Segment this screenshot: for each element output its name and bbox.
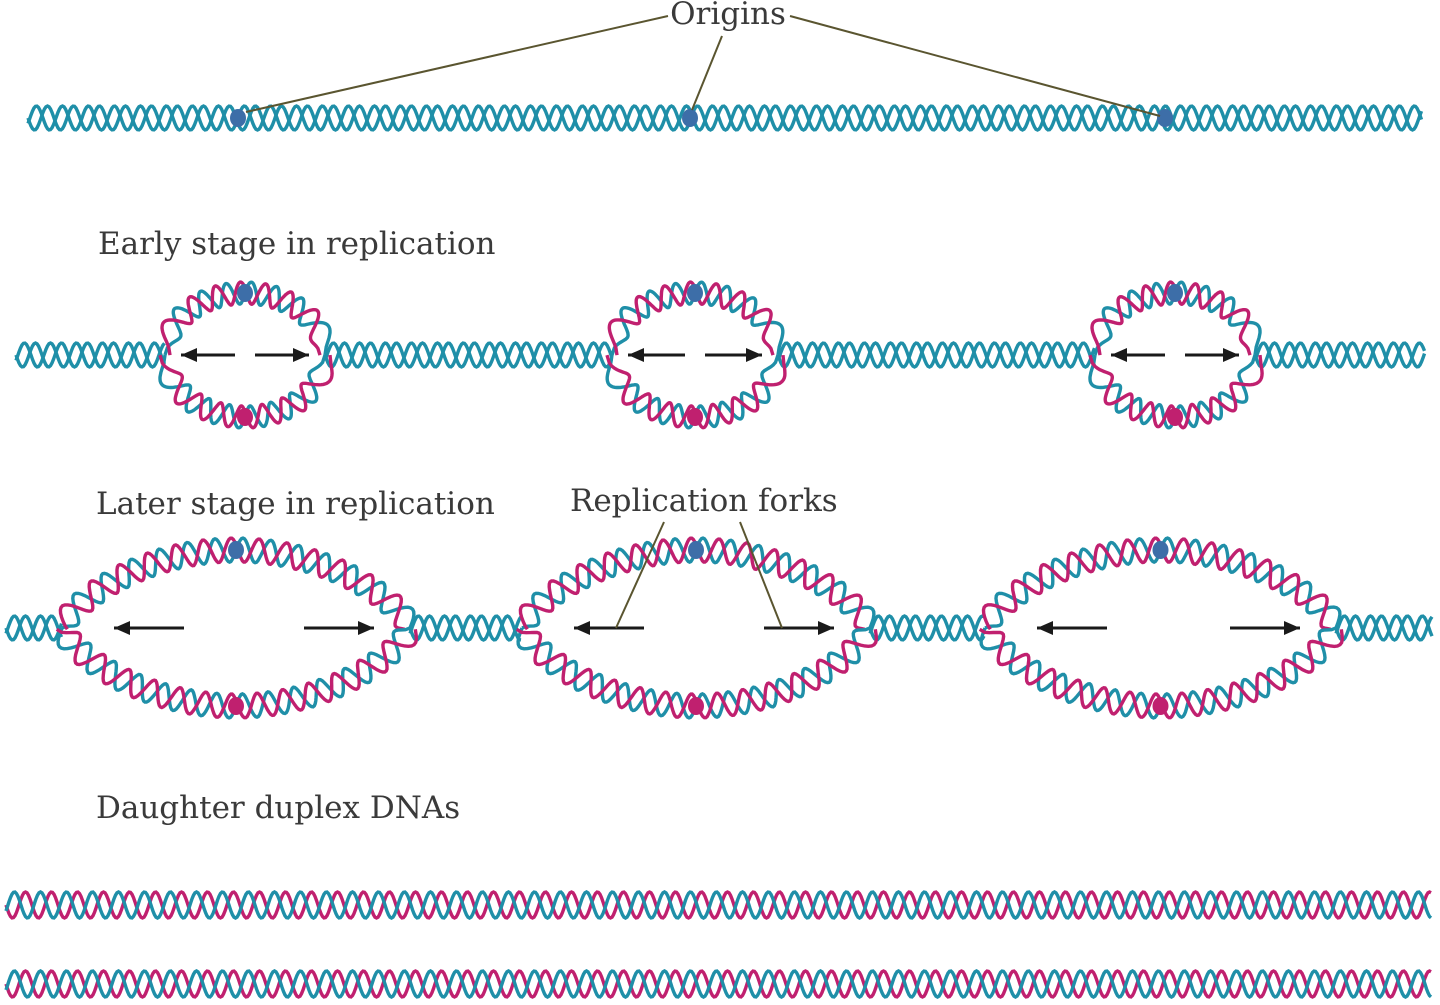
origin-markers xyxy=(230,109,1173,127)
origin-marker xyxy=(228,541,244,559)
helix-strand xyxy=(1334,614,1434,642)
helix-strand xyxy=(323,341,614,369)
replication-bubble xyxy=(978,536,1345,720)
replication-bubble xyxy=(605,280,787,430)
origin-marker xyxy=(687,284,703,302)
helix-strand xyxy=(4,890,1432,920)
helix-strand xyxy=(26,104,1424,132)
origin-callout-line xyxy=(789,15,1161,117)
unreplicated-duplex xyxy=(323,341,614,369)
daughter-duplex xyxy=(4,890,1433,920)
helix-strand xyxy=(14,341,166,369)
arrowhead xyxy=(1223,348,1239,362)
unreplicated-duplex xyxy=(868,614,986,642)
origins-callout-lines xyxy=(245,15,1161,117)
arrowhead xyxy=(574,621,590,635)
helix-strand xyxy=(1253,341,1427,369)
arrowhead xyxy=(1111,348,1127,362)
origin-callout-line xyxy=(691,35,723,111)
helix-strand xyxy=(776,341,1097,369)
origin-marker xyxy=(237,408,253,426)
origin-marker xyxy=(687,408,703,426)
arrowhead xyxy=(746,348,762,362)
origins-label: Origins xyxy=(670,0,786,32)
arrowhead xyxy=(628,348,644,362)
parental-helix xyxy=(26,104,1424,132)
replication-forks-label: Replication forks xyxy=(570,483,838,519)
helix-strand xyxy=(4,969,1432,999)
fork-callout-line xyxy=(739,521,783,629)
unreplicated-duplex xyxy=(4,614,64,642)
helix-strand xyxy=(1253,341,1427,369)
origin-marker xyxy=(1167,408,1183,426)
unreplicated-duplex xyxy=(776,341,1097,369)
helix-strand xyxy=(4,969,1433,999)
replication-bubble xyxy=(55,536,419,720)
origin-callout-line xyxy=(245,15,669,113)
helix-strand xyxy=(26,104,1424,132)
later-stage-dna xyxy=(4,536,1434,720)
origin-marker xyxy=(1157,109,1173,127)
origin-marker xyxy=(682,109,698,127)
origin-marker xyxy=(1152,697,1169,715)
origin-marker xyxy=(230,109,246,127)
early-stage-dna xyxy=(14,280,1427,430)
unreplicated-duplex xyxy=(1253,341,1427,369)
helix-strand xyxy=(4,614,64,642)
early-stage-label: Early stage in replication xyxy=(98,226,496,262)
unreplicated-duplex xyxy=(1334,614,1434,642)
daughter-duplex xyxy=(4,969,1433,999)
replication-bubble xyxy=(158,280,334,430)
helix-strand xyxy=(868,614,986,642)
origin-marker xyxy=(688,541,704,559)
arrowhead xyxy=(114,621,130,635)
unreplicated-duplex xyxy=(408,614,523,642)
parental-duplex-dna xyxy=(26,104,1424,132)
helix-strand xyxy=(4,890,1433,920)
helix-strand xyxy=(868,614,985,642)
arrowhead xyxy=(293,348,309,362)
arrowhead xyxy=(358,621,374,635)
helix-strand xyxy=(408,614,523,642)
arrowhead xyxy=(818,621,834,635)
helix-strand xyxy=(1334,614,1434,642)
arrowhead xyxy=(1037,621,1053,635)
origin-marker xyxy=(1152,541,1169,559)
unreplicated-duplex xyxy=(14,341,167,369)
replication-bubble xyxy=(515,536,879,720)
helix-strand xyxy=(14,341,167,369)
arrowhead xyxy=(181,348,197,362)
arrowhead xyxy=(1284,621,1300,635)
later-stage-label: Later stage in replication xyxy=(96,486,495,522)
origin-marker xyxy=(237,284,253,302)
daughter-duplex-label: Daughter duplex DNAs xyxy=(96,790,460,826)
origin-marker xyxy=(688,697,704,715)
daughter-duplex-dnas xyxy=(4,890,1433,999)
origin-marker xyxy=(1167,284,1183,302)
replication-forks-callout-lines xyxy=(615,521,783,629)
replication-bubble xyxy=(1088,280,1264,430)
fork-callout-line xyxy=(615,521,665,629)
origin-marker xyxy=(228,697,244,715)
